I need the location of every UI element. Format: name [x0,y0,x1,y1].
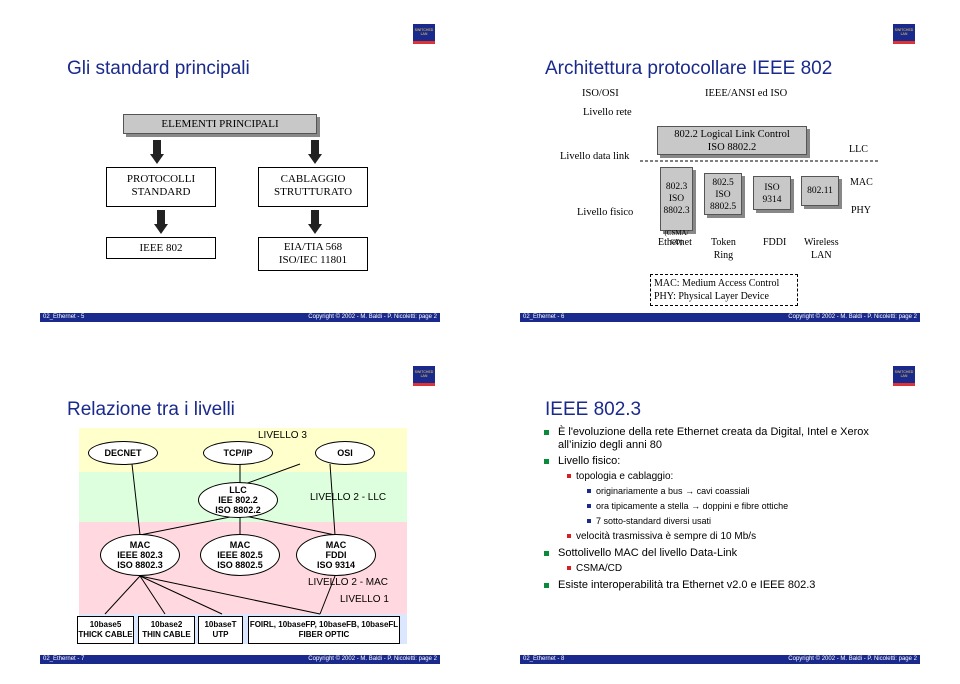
ethernet-label: Ethernet [658,237,692,248]
arrow-down-icon [154,210,168,234]
b8023-box: 802.3 ISO 8802.3 (CSMA/ CD) [660,167,693,246]
slide-7: SWITCHED LAN Relazione tra i livelli LIV… [0,342,480,684]
bullet-3a: CSMA/CD [542,563,902,575]
livello-rete: Livello rete [583,107,632,118]
foirl-box: FOIRL, 10baseFP, 10baseFB, 10baseFL FIBE… [248,616,400,644]
bullet-2a1: originariamente a bus → cavi coassiali [542,486,902,497]
wireless-label: Wireless LAN [804,237,839,261]
arrow-right-icon: → [691,501,701,511]
switched-lan-logo: SWITCHED LAN [893,24,915,44]
mac-802-5-node: MAC IEEE 802.5 ISO 8802.5 [200,534,280,576]
slide-title: Gli standard principali [67,58,250,79]
bullet-1: È l'evoluzione della rete Ethernet creat… [542,426,902,452]
slide-6: SWITCHED LAN Architettura protocollare I… [480,0,960,342]
slide-title: Relazione tra i livelli [67,399,235,420]
osi-node: OSI [315,441,375,465]
switched-lan-logo: SWITCHED LAN [413,24,435,44]
fddi-label: FDDI [763,237,787,248]
decnet-node: DECNET [88,441,158,465]
mac-fddi-node: MAC FDDI ISO 9314 [296,534,376,576]
livello2mac-label: LIVELLO 2 - MAC [308,577,389,588]
b8025-box: 802.5 ISO 8802.5 [704,173,742,215]
llc-box: 802.2 Logical Link Control ISO 8802.2 [657,126,807,155]
b10base2-box: 10base2 THIN CABLE [138,616,195,644]
arrow-down-icon [150,140,164,164]
bullet-2a2: ora tipicamente a stella → doppini e fib… [542,501,902,512]
bullet-2a3: 7 sotto-standard diversi usati [542,516,902,527]
bullet-list: È l'evoluzione della rete Ethernet creat… [542,426,902,592]
bullet-2: Livello fisico: [542,455,902,468]
b10baseT-box: 10baseT UTP [198,616,243,644]
tcpip-node: TCP/IP [203,441,273,465]
switched-lan-logo: SWITCHED LAN [413,366,435,386]
b10base5-box: 10base5 THICK CABLE [77,616,134,644]
arrow-right-icon: → [685,486,695,496]
livello-data-link: Livello data link [560,151,630,162]
b8023-text: 802.3 ISO 8802.3 [663,182,690,216]
elementi-box: ELEMENTI PRINCIPALI [123,114,317,134]
layer-divider-lines [640,160,880,162]
bullet-2a: topologia e cablaggio: [542,471,902,483]
ieee802-box: IEEE 802 [106,237,216,259]
llc-label: LLC [849,144,868,155]
bullet-4: Esiste interoperabilità tra Ethernet v2.… [542,579,902,592]
bullet-3: Sottolivello MAC del livello Data-Link [542,547,902,560]
slide-8: SWITCHED LAN IEEE 802.3 È l'evoluzione d… [480,342,960,684]
token-ring-label: Token Ring [711,237,736,261]
slide-5: SWITCHED LAN Gli standard principali ELE… [0,0,480,342]
cablaggio-box: CABLAGGIO STRUTTURATO [258,167,368,207]
slide-title: Architettura protocollare IEEE 802 [545,58,833,79]
legend-box: MAC: Medium Access Control PHY: Physical… [650,274,798,306]
phy-label: PHY [851,205,872,216]
relation-lines [104,463,336,615]
livello1-label: LIVELLO 1 [340,594,389,605]
ieee-ansi-heading: IEEE/ANSI ed ISO [705,88,788,99]
llc-node: LLC IEE 802.2 ISO 8802.2 [198,482,278,518]
mac-label: MAC [850,177,873,188]
livello3-label: LIVELLO 3 [258,430,307,441]
protocolli-box: PROTOCOLLI STANDARD [106,167,216,207]
csma-text: (CSMA/ CD) [664,229,689,246]
livello-fisico: Livello fisico [577,207,634,218]
bullet-2b: velocità trasmissiva è sempre di 10 Mb/s [542,531,902,543]
switched-lan-logo: SWITCHED LAN [893,366,915,386]
b80211-box: 802.11 [801,176,839,206]
arrow-down-icon [308,140,322,164]
isoosi-heading: ISO/OSI [582,88,619,99]
iso9314-box: ISO 9314 [753,176,791,210]
slide-title: IEEE 802.3 [545,399,642,420]
legend-phy: PHY: Physical Layer Device [654,291,769,302]
mac-802-3-node: MAC IEEE 802.3 ISO 8802.3 [100,534,180,576]
legend-mac: MAC: Medium Access Control [654,278,780,289]
arrow-down-icon [308,210,322,234]
eia-box: EIA/TIA 568 ISO/IEC 11801 [258,237,368,271]
livello2llc-label: LIVELLO 2 - LLC [310,492,387,503]
